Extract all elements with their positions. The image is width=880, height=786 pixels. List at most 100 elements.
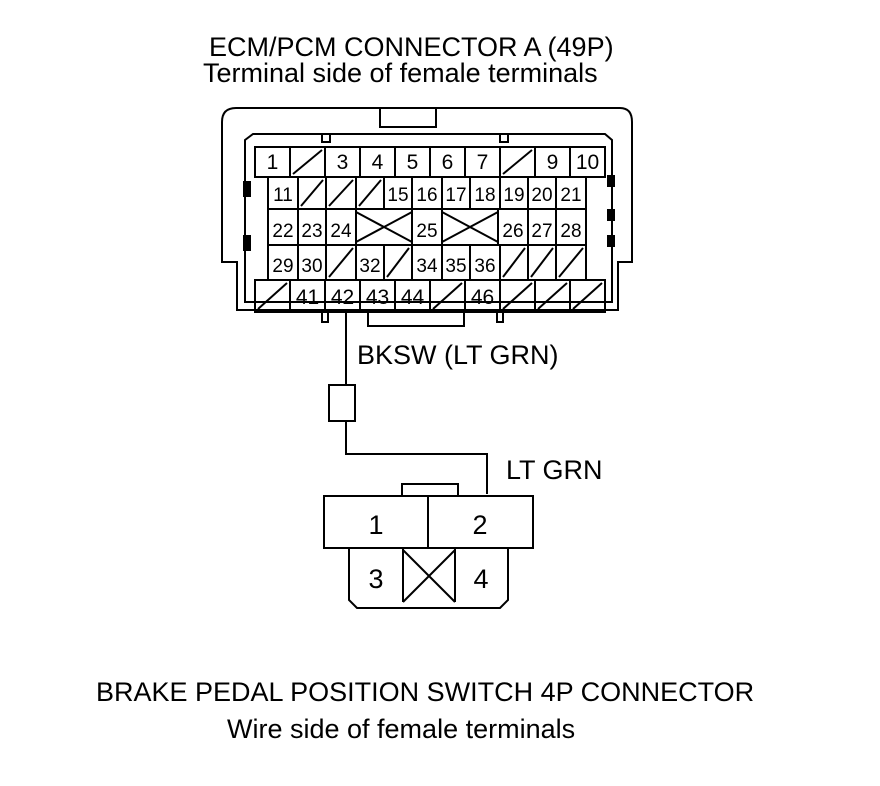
terminal-cell: 6	[429, 146, 466, 178]
ecm-side-lock	[607, 235, 615, 247]
switch-connector-subtitle: Wire side of female terminals	[227, 714, 576, 744]
blank-terminal	[499, 279, 536, 313]
blank-terminal	[534, 279, 571, 313]
terminal-number: 24	[330, 221, 352, 242]
ecm-side-lock	[243, 235, 251, 251]
terminal-number: 11	[273, 185, 293, 206]
terminal-number: 41	[296, 286, 319, 309]
terminal-cell: 22	[267, 208, 299, 246]
terminal-number: 29	[272, 256, 293, 277]
switch-terminal-2: 2	[472, 510, 487, 540]
ecm-top-key	[499, 133, 509, 143]
terminal-cell: 25	[411, 208, 443, 246]
blank-terminal	[383, 244, 413, 281]
switch-connector-key	[401, 483, 459, 497]
blank-terminal	[429, 279, 466, 313]
blank-terminal	[569, 279, 606, 313]
switch-blank-terminal	[402, 549, 456, 603]
terminal-cell: 32	[355, 244, 385, 281]
terminal-number: 20	[531, 185, 552, 206]
ecm-connector-inner-frame	[244, 133, 613, 303]
unused-terminal	[355, 208, 413, 246]
blank-terminal	[325, 176, 357, 210]
terminal-cell: 17	[441, 176, 471, 210]
terminal-cell: 15	[383, 176, 413, 210]
terminal-cell: 18	[469, 176, 501, 210]
terminal-cell: 29	[267, 244, 299, 281]
terminal-cell: 41	[289, 279, 326, 313]
switch-lower-divider	[402, 548, 456, 602]
switch-terminal-3: 3	[368, 564, 383, 594]
terminal-number: 6	[442, 151, 454, 174]
terminal-number: 34	[416, 256, 438, 277]
terminal-number: 16	[416, 185, 437, 206]
ecm-connector-subtitle: Terminal side of female terminals	[203, 58, 598, 88]
junction-box	[328, 384, 356, 422]
blank-terminal	[297, 176, 327, 210]
ecm-connector-housing	[221, 107, 633, 311]
terminal-number: 7	[477, 151, 489, 174]
switch-terminal-1: 1	[368, 510, 383, 540]
ecm-connector-shell	[379, 107, 437, 128]
terminal-cell: 21	[555, 176, 587, 210]
terminal-cell: 36	[469, 244, 501, 281]
signal-wire-label: BKSW (LT GRN)	[357, 340, 559, 370]
terminal-cell: 16	[411, 176, 443, 210]
terminal-cell: 7	[464, 146, 501, 178]
terminal-number: 42	[331, 286, 354, 309]
terminal-cell: 35	[441, 244, 471, 281]
terminal-number: 43	[366, 286, 389, 309]
ecm-side-lock	[243, 181, 251, 197]
terminal-number: 5	[407, 151, 419, 174]
blank-terminal	[555, 244, 587, 281]
terminal-cell: 23	[297, 208, 327, 246]
ecm-connector-title: ECM/PCM CONNECTOR A (49P)	[209, 32, 614, 62]
blank-terminal	[254, 279, 291, 313]
blank-terminal	[325, 244, 357, 281]
terminal-number: 28	[560, 221, 581, 242]
terminal-cell: 4	[359, 146, 396, 178]
blank-terminal	[289, 146, 326, 178]
switch-terminal-4: 4	[473, 564, 488, 594]
terminal-number: 27	[531, 221, 552, 242]
terminal-cell: 9	[534, 146, 571, 178]
terminal-number: 10	[576, 151, 599, 174]
terminal-number: 44	[401, 286, 425, 309]
terminal-number: 19	[503, 185, 524, 206]
terminal-cell: 19	[499, 176, 529, 210]
terminal-number: 15	[387, 185, 408, 206]
terminal-number: 4	[372, 151, 384, 174]
bksw-wire-lower	[345, 421, 488, 494]
terminal-cell: 34	[411, 244, 443, 281]
ecm-side-lock	[607, 175, 615, 187]
terminal-number: 21	[560, 185, 581, 206]
ecm-top-key	[321, 133, 331, 143]
terminal-number: 1	[267, 151, 279, 174]
terminal-number: 32	[359, 256, 380, 277]
terminal-cell: 11	[267, 176, 299, 210]
blank-terminal	[499, 244, 529, 281]
terminal-cell: 42	[324, 279, 361, 313]
ecm-bottom-latch	[367, 310, 465, 327]
blank-terminal	[527, 244, 557, 281]
terminal-number: 17	[445, 185, 466, 206]
terminal-number: 9	[547, 151, 559, 174]
terminal-number: 22	[272, 221, 293, 242]
terminal-cell: 5	[394, 146, 431, 178]
terminal-number: 26	[502, 221, 523, 242]
terminal-cell: 46	[464, 279, 501, 313]
terminal-cell: 27	[527, 208, 557, 246]
terminal-number: 35	[445, 256, 466, 277]
terminal-number: 18	[474, 185, 495, 206]
terminal-number: 25	[416, 221, 437, 242]
blank-terminal	[355, 176, 385, 210]
terminal-cell: 44	[394, 279, 431, 313]
terminal-number: 3	[337, 151, 349, 174]
switch-connector-lower	[348, 548, 509, 609]
terminal-cell: 20	[527, 176, 557, 210]
ecm-side-lock	[607, 209, 615, 221]
terminal-number: 23	[301, 221, 322, 242]
terminal-cell: 43	[359, 279, 396, 313]
